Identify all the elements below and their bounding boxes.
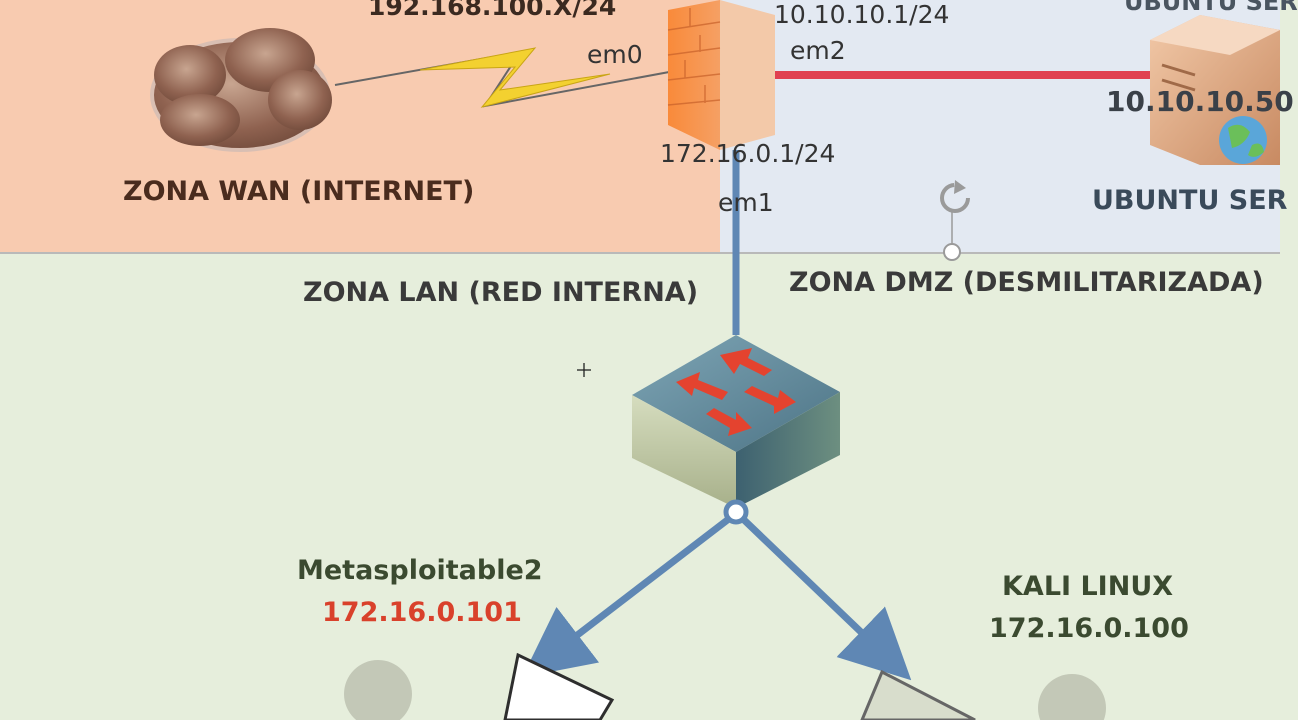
wan-network-label: 192.168.100.X/24 [368, 0, 617, 21]
kali-name: KALI LINUX [1002, 571, 1174, 602]
kali-ip: 172.16.0.100 [989, 613, 1189, 644]
dmz-zone-title: ZONA DMZ (DESMILITARIZADA) [789, 267, 1264, 298]
dmz-gateway-ip: 10.10.10.1/24 [774, 0, 950, 29]
ubuntu-server-label: UBUNTU SER [1092, 185, 1288, 216]
lightning-bolt-icon [419, 47, 611, 108]
rotate-handle-icon[interactable] [940, 180, 970, 261]
link-metasploitable [522, 515, 733, 678]
wan-zone [0, 0, 720, 253]
lan-zone-title: ZONA LAN (RED INTERNA) [303, 277, 699, 308]
link-kali [739, 515, 912, 681]
globe-icon [1219, 116, 1267, 164]
kali-computer-icon [860, 669, 1106, 720]
metasploitable-computer-icon [344, 652, 615, 720]
lan-zone [0, 253, 1280, 720]
metasploitable-name: Metasploitable2 [297, 555, 543, 586]
network-switch-icon [632, 335, 840, 508]
em1-label: em1 [718, 188, 774, 217]
move-cursor-icon [577, 363, 591, 377]
wan-zone-title: ZONA WAN (INTERNET) [123, 176, 475, 207]
internet-cloud-icon [150, 28, 332, 152]
lan-gateway-ip: 172.16.0.1/24 [660, 139, 836, 168]
em0-label: em0 [587, 40, 643, 69]
em2-label: em2 [790, 36, 846, 65]
switch-port-node[interactable] [723, 499, 749, 525]
ubuntu-server-ip: 10.10.10.50 [1106, 85, 1294, 118]
ubuntu-server-top-label: UBUNTU SER [1124, 0, 1298, 16]
firewall-icon [667, 0, 775, 150]
metasploitable-ip: 172.16.0.101 [322, 597, 522, 628]
